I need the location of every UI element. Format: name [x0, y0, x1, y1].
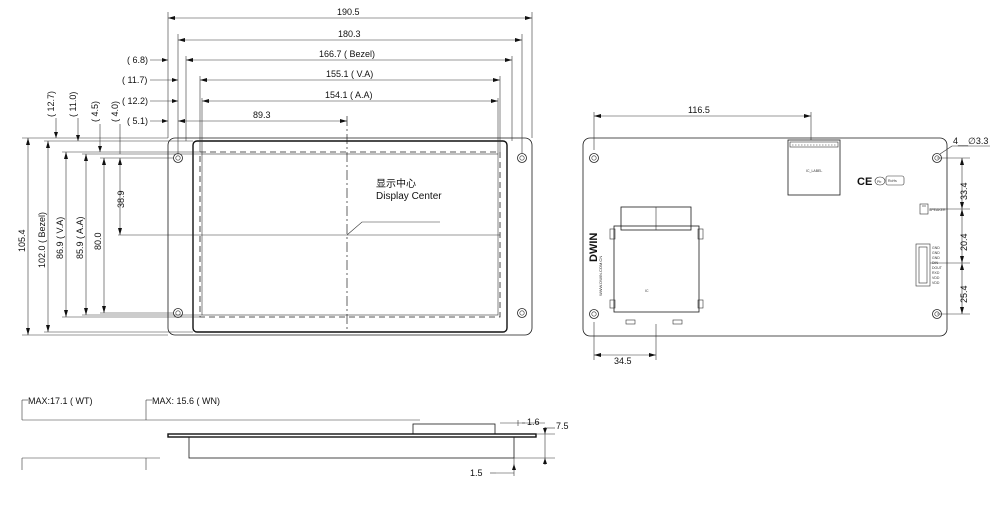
offset-5-1: ( 5.1)	[127, 116, 148, 126]
svg-text:VDD: VDD	[932, 276, 940, 280]
dim-1-5: 1.5	[470, 468, 483, 478]
back-view: 116.5 IC_LABEL CE Pb RoHs 4__∅3.3 SPEAKE…	[582, 105, 990, 366]
speaker-label: SPEAKER	[929, 208, 946, 212]
dim-right-2: 20.4	[959, 233, 969, 251]
svg-text:VDD: VDD	[932, 281, 940, 285]
display-center-leader	[346, 221, 440, 236]
front-viewing-area	[199, 151, 501, 318]
dim-bezel-height: 102.0 ( Bezel)	[37, 212, 47, 268]
front-outer-frame	[167, 137, 533, 336]
display-center-cn: 显示中心	[376, 177, 416, 190]
dim-back-bottom: 34.5	[614, 356, 632, 366]
side-component	[412, 423, 496, 435]
dim-aa-width: 154.1 ( A.A)	[325, 90, 373, 100]
display-center-en: Display Center	[376, 191, 442, 202]
offset-12-2: ( 12.2)	[122, 96, 148, 106]
back-top-module	[787, 139, 841, 196]
dim-bezel-width: 166.7 ( Bezel)	[319, 49, 375, 59]
svg-text:GND: GND	[932, 256, 940, 260]
dim-hole-pitch-height: 80.0	[93, 232, 103, 250]
svg-text:GND: GND	[932, 251, 940, 255]
dim-right-1: 33.4	[959, 182, 969, 200]
brand-logo: DWIN	[588, 233, 600, 262]
svg-text:DOUT: DOUT	[932, 266, 943, 270]
front-horizontal-dims: 190.5 180.3 166.7 ( Bezel) 155.1 ( V.A) …	[122, 7, 533, 154]
pin-labels: GND GND GND DIN DOUT RXD VDD VDD	[932, 246, 943, 285]
dim-center-height: 38.9	[116, 190, 126, 208]
back-right-dims: 33.4 20.4 25.4	[930, 157, 970, 315]
front-active-area	[201, 153, 499, 316]
max-wn-label: MAX: 15.6 ( WN)	[152, 396, 220, 406]
dim-center-width: 89.3	[253, 110, 271, 120]
max-wt-label: MAX:17.1 ( WT)	[28, 396, 93, 406]
back-board-module: IC	[609, 206, 704, 325]
pb-mark: Pb	[877, 180, 881, 184]
dim-1-6: 1.6	[527, 417, 540, 427]
svg-text:RXD: RXD	[932, 271, 940, 275]
ce-mark: CE	[857, 176, 872, 188]
dim-right-3: 25.4	[959, 285, 969, 303]
speaker-connector	[919, 203, 929, 215]
dim-overall-width: 190.5	[337, 7, 360, 17]
dim-aa-height: 85.9 ( A.A)	[75, 216, 85, 259]
offset-11-7: ( 11.7)	[122, 75, 147, 85]
pin-connector	[915, 243, 931, 287]
dim-va-height: 86.9 ( V.A)	[55, 217, 65, 259]
dim-back-top: 116.5	[688, 105, 710, 115]
back-outer-frame	[582, 137, 948, 337]
front-view: 显示中心 Display Center 190.5 180.3	[17, 7, 533, 336]
side-lcd	[188, 436, 515, 459]
side-panel	[167, 433, 537, 438]
rohs-mark: RoHs	[888, 179, 897, 183]
front-vertical-dims: 105.4 102.0 ( Bezel) 86.9 ( V.A) 85.9 ( …	[17, 91, 202, 336]
front-bezel	[192, 140, 508, 333]
offset-6-8: ( 6.8)	[127, 55, 148, 65]
svg-text:IC_LABEL: IC_LABEL	[806, 169, 822, 173]
hole-note: 4__∅3.3	[953, 136, 988, 146]
svg-text:IC: IC	[645, 289, 649, 293]
side-view: MAX:17.1 ( WT) MAX: 15.6 ( WN) 1.6 7.5	[21, 396, 569, 478]
brand-url: WWW.DWIN.COM.CN	[598, 256, 603, 296]
svg-text:GND: GND	[932, 246, 940, 250]
offset-12-7: ( 12.7)	[46, 91, 56, 117]
dim-hole-pitch-width: 180.3	[338, 29, 361, 39]
front-mount-holes	[173, 153, 527, 318]
dim-7-5: 7.5	[556, 421, 569, 431]
dim-overall-height: 105.4	[17, 229, 27, 252]
offset-4-5: ( 4.5)	[90, 101, 100, 122]
offset-4-0: ( 4.0)	[110, 101, 120, 122]
offset-11-0: ( 11.0)	[68, 92, 78, 117]
dim-va-width: 155.1 ( V.A)	[326, 69, 373, 79]
